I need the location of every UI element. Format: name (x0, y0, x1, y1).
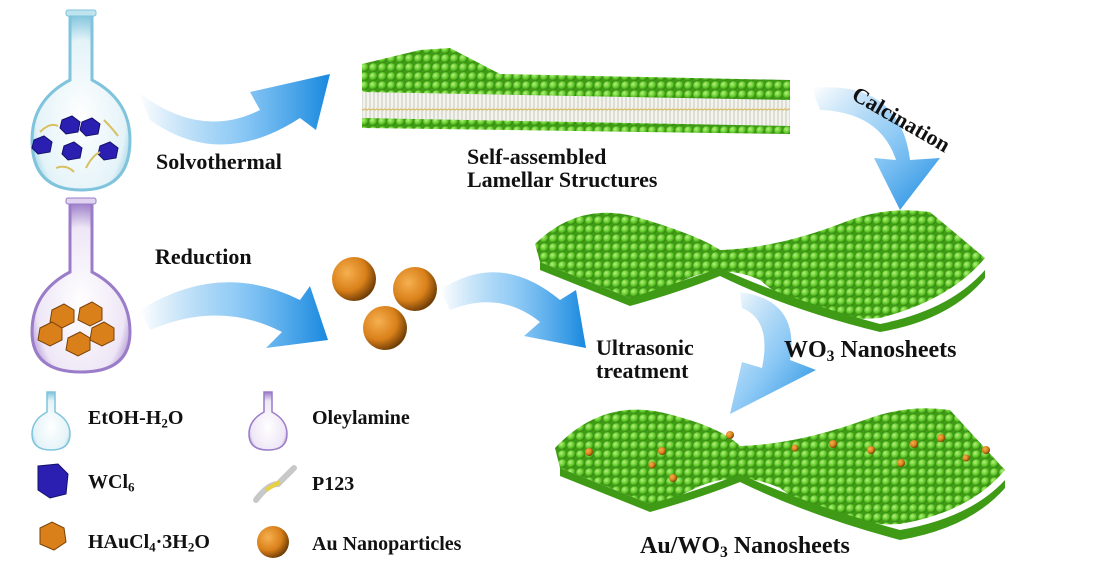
haucl-text: HAuCl (88, 531, 150, 553)
wcl-text: WCl (88, 471, 128, 493)
flask-oleylamine-large (30, 197, 132, 374)
auwo3-subscript: 3 (720, 544, 728, 562)
label-reduction: Reduction (155, 244, 252, 269)
label-ultrasonic-line2: treatment (596, 358, 689, 384)
label-self-assembled-lamellar: Self-assembled Lamellar Structures (467, 145, 657, 191)
arrow-reduction (140, 282, 328, 348)
arrow-to-au-wo3 (730, 292, 816, 414)
flask-etoh-h2o-large (30, 9, 132, 192)
legend-label-p123: P123 (312, 473, 355, 495)
wo3-nanosheet (535, 210, 985, 332)
legend-icon-oleylamine-flask (248, 391, 288, 451)
label-ultrasonic-line1: Ultrasonic (596, 335, 694, 360)
wcl6-particles (31, 115, 119, 161)
legend-icon-p123 (253, 465, 297, 503)
wo3-subscript: 3 (826, 348, 835, 366)
auwo3-text: Au/WO (640, 533, 721, 559)
etoh-subscript: 2 (161, 415, 168, 431)
lamellar-structure (362, 48, 790, 134)
arrow-solvothermal (138, 74, 330, 145)
arrow-calcination (812, 87, 940, 210)
au-nanoparticles (332, 257, 437, 350)
au-nanoparticles-on-sheet (585, 431, 990, 482)
label-wo3-nanosheets: WO3 Nanosheets (784, 337, 957, 366)
wo3-suffix: Nanosheets (834, 337, 957, 363)
auwo3-suffix: Nanosheets (727, 533, 850, 559)
arrow-ultrasonic (440, 272, 586, 348)
legend-label-etoh-h2o: EtOH-H2O (88, 408, 183, 430)
haucl-subscript: 4 (149, 539, 156, 555)
legend-icon-au-nanoparticle (257, 526, 289, 558)
wcl-subscript: 6 (128, 479, 135, 495)
p123-strands (39, 119, 119, 173)
label-au-wo3-nanosheets: Au/WO3 Nanosheets (640, 533, 850, 562)
label-solvothermal: Solvothermal (156, 149, 282, 174)
haucl4-particles (37, 301, 115, 357)
legend-label-oleylamine: Oleylamine (312, 407, 410, 429)
etoh-suffix: O (167, 407, 184, 429)
legend-label-wcl6: WCl6 (88, 472, 135, 494)
au-wo3-nanosheet (555, 408, 1005, 540)
haucl-subscript2: 2 (187, 539, 195, 555)
legend-label-haucl4-3h2o: HAuCl4·3H2O (88, 532, 210, 554)
legend-icon-haucl4 (39, 521, 67, 551)
haucl-mid: ·3H (155, 531, 188, 553)
label-ultrasonic-treatment: Ultrasonic treatment (596, 336, 694, 382)
wo3-text: WO (784, 337, 827, 363)
label-self-assembled-line1: Self-assembled (467, 144, 607, 169)
legend-label-au-nanoparticles: Au Nanoparticles (312, 533, 462, 555)
etoh-text: EtOH-H (88, 407, 162, 429)
haucl-suffix: O (194, 531, 210, 553)
legend-icon-etoh-h2o-flask (31, 391, 71, 451)
legend-icon-wcl6 (37, 463, 69, 499)
label-self-assembled-line2: Lamellar Structures (467, 167, 658, 193)
